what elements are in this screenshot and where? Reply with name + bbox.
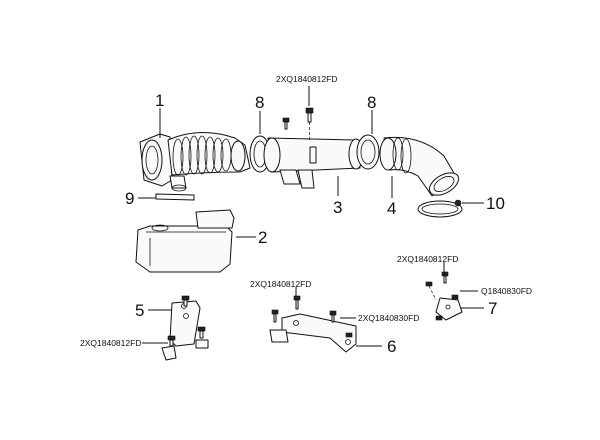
callout-1: 1 [155, 91, 164, 110]
bolt-bracket7 [425, 271, 459, 321]
part-2-resonator-box [135, 209, 235, 273]
code-bracket6-nut: 2XQ1840830FD [358, 313, 419, 323]
callout-5: 5 [135, 301, 144, 320]
part-code-labels: 2XQ1840812FD 2XQ1840812FD 2XQ1840812FD 2… [80, 74, 532, 348]
callout-10: 10 [486, 194, 505, 213]
callout-labels: 1 2 3 4 5 6 7 8 8 9 10 [125, 91, 505, 356]
part-1-inlet-hose [139, 131, 251, 192]
code-left-screw: 2XQ1840812FD [80, 338, 141, 348]
callout-9: 9 [125, 189, 134, 208]
callout-8-right: 8 [367, 93, 376, 112]
part-4-elbow-hose [379, 136, 460, 197]
part-9-rod [155, 193, 195, 201]
leader-lines [138, 86, 484, 347]
part-8-clamp-right [356, 134, 380, 170]
callout-8-left: 8 [255, 93, 264, 112]
part-3-pipe [263, 137, 364, 189]
code-bracket7-nut: Q1840830FD [481, 286, 532, 296]
callout-6: 6 [387, 337, 396, 356]
part-6-bracket [269, 313, 357, 353]
code-bracket6-screw: 2XQ1840812FD [250, 279, 311, 289]
fasteners [167, 107, 459, 347]
part-7-bracket [435, 297, 463, 321]
callout-7: 7 [488, 299, 497, 318]
callout-3: 3 [333, 198, 342, 217]
bolt-bracket5 [167, 295, 206, 347]
bolt-near-clamp [282, 117, 290, 130]
code-top-screw: 2XQ1840812FD [276, 74, 337, 84]
callout-4: 4 [387, 199, 396, 218]
code-bracket7-screw: 2XQ1840812FD [397, 254, 458, 264]
bolt-bracket6 [271, 295, 353, 338]
part-10-hose-clamp [417, 199, 463, 218]
callout-2: 2 [258, 228, 267, 247]
bolt-top [305, 107, 314, 140]
